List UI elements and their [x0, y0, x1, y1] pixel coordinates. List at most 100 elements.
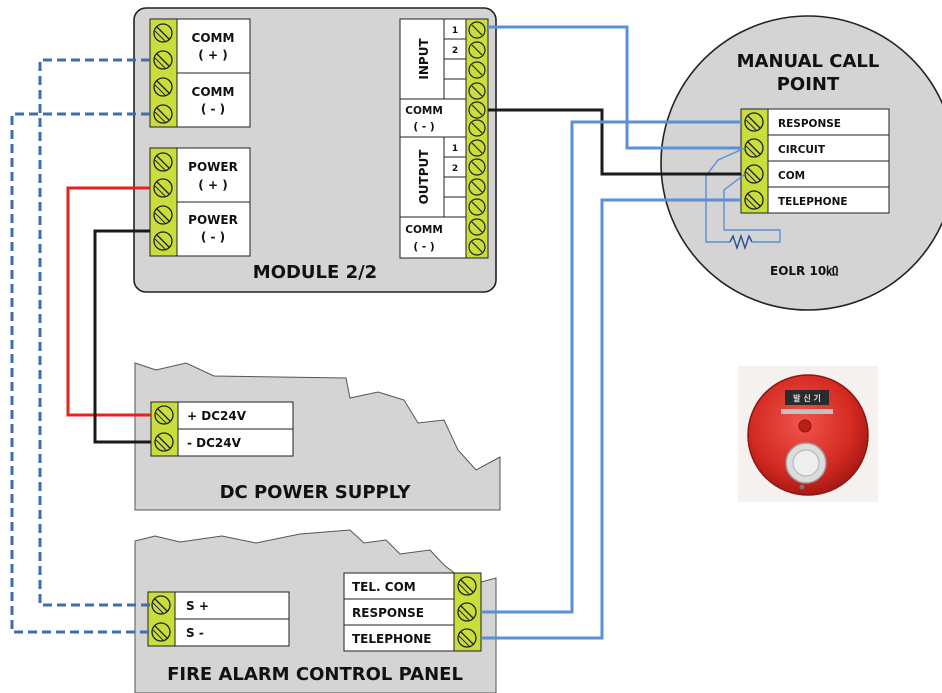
comm-minus-label-box — [176, 72, 251, 128]
signal-plus-wire — [38, 58, 150, 607]
panel-response-label: RESPONSE — [352, 606, 424, 620]
call-point-telephone-label: TELEPHONE — [778, 196, 848, 208]
comm-plus-sign: ( + ) — [198, 48, 227, 62]
comm-right-1-sign: ( - ) — [413, 121, 434, 133]
call-point-circuit-label: CIRCUIT — [778, 144, 826, 156]
terminal-screw-icon — [153, 205, 173, 225]
comm-right-2-box — [399, 216, 467, 259]
output-pin-1: 1 — [452, 144, 458, 154]
call-point-com-box — [767, 160, 890, 188]
terminal-screw-icon — [153, 23, 173, 43]
power-plus-label-box — [176, 147, 251, 203]
control-panel-box — [134, 529, 497, 693]
call-point-telephone-box — [767, 186, 890, 214]
comm-minus-label: COMM — [192, 85, 235, 99]
power-plus-wire — [66, 186, 151, 417]
output-pin-2: 2 — [452, 164, 458, 174]
power-plus-sign: ( + ) — [198, 178, 227, 192]
terminal-screw-icon — [468, 158, 486, 176]
terminal-screw-icon — [468, 238, 486, 256]
call-point-response-label: RESPONSE — [778, 118, 841, 130]
terminal-screw-icon — [151, 595, 171, 615]
comm-plus-label: COMM — [192, 31, 235, 45]
terminal-screw-icon — [153, 104, 173, 124]
comm-right-1-label: COMM — [405, 105, 443, 117]
terminal-screw-icon — [153, 152, 173, 172]
call-point-com-label: COM — [778, 170, 805, 182]
tel-com-label: TEL. COM — [352, 580, 416, 594]
terminal-screw-icon — [457, 576, 477, 596]
device-screw-icon — [799, 484, 805, 490]
terminal-screw-icon — [468, 198, 486, 216]
dc-minus-box — [177, 428, 294, 457]
comm-plus-label-box — [176, 18, 251, 74]
terminal-screw-icon — [744, 164, 764, 184]
eolr-wire — [705, 147, 746, 243]
terminal-screw-icon — [153, 231, 173, 251]
input-label-box — [399, 18, 445, 100]
power-minus-label-box — [176, 201, 251, 257]
s-plus-label: S + — [186, 599, 209, 613]
terminal-screw-icon — [468, 21, 486, 39]
input-label: INPUT — [417, 38, 431, 80]
device-rail — [781, 409, 833, 414]
dc-minus-label: - DC24V — [187, 436, 242, 450]
terminal-screw-icon — [744, 112, 764, 132]
comm-minus-sign: ( - ) — [201, 102, 225, 116]
module-title: MODULE 2/2 — [253, 262, 377, 283]
call-point-title-line2: POINT — [777, 74, 840, 95]
input-pin-box — [443, 58, 467, 80]
s-minus-label: S - — [186, 626, 204, 640]
call-point-circuit-box — [767, 134, 890, 162]
power-plus-label: POWER — [188, 160, 238, 174]
telephone-wire — [481, 198, 741, 640]
terminal-screw-icon — [468, 61, 486, 79]
output-label-box — [399, 136, 445, 218]
eolr-label: EOLR 10㏀ — [770, 264, 839, 278]
comm-right-1-box — [399, 98, 467, 138]
power-supply-box — [134, 362, 501, 511]
device-indicator-icon — [798, 419, 812, 433]
input-pin-box — [443, 78, 467, 100]
power-minus-label: POWER — [188, 213, 238, 227]
terminal-screw-icon — [744, 190, 764, 210]
terminal-screw-icon — [468, 119, 486, 137]
panel-response-box — [343, 598, 455, 626]
device-label-text: 발 신 기 — [793, 393, 821, 403]
device-label-plate — [785, 390, 829, 405]
dc-plus-label: + DC24V — [187, 409, 247, 423]
terminal-screw-icon — [151, 622, 171, 642]
terminal-screw-icon — [154, 405, 174, 425]
terminal-screw-icon — [153, 178, 173, 198]
terminal-screw-icon — [468, 139, 486, 157]
input-pin-2: 2 — [452, 46, 458, 56]
eolr-wire — [723, 173, 781, 243]
comm-right-2-label: COMM — [405, 224, 443, 236]
terminal-screw-icon — [154, 432, 174, 452]
tel-com-box — [343, 572, 455, 600]
comm-right-2-sign: ( - ) — [413, 241, 434, 253]
terminal-screw-icon — [468, 41, 486, 59]
power-supply-title: DC POWER SUPPLY — [220, 482, 412, 503]
resistor-icon — [729, 233, 753, 251]
terminal-screw-icon — [468, 101, 486, 119]
power-minus-wire — [93, 229, 151, 444]
panel-telephone-box — [343, 624, 455, 652]
terminal-screw-icon — [468, 82, 486, 100]
power-minus-sign: ( - ) — [201, 230, 225, 244]
call-point-device-icon — [747, 374, 869, 496]
response-wire — [481, 120, 741, 614]
input-to-circuit-wire — [488, 25, 741, 150]
comm-to-com-wire — [488, 108, 741, 176]
control-panel-title: FIRE ALARM CONTROL PANEL — [167, 664, 463, 685]
panel-telephone-label: TELEPHONE — [352, 632, 432, 646]
terminal-screw-icon — [457, 602, 477, 622]
terminal-screw-icon — [153, 77, 173, 97]
terminal-screw-icon — [468, 218, 486, 236]
input-pin-1: 1 — [452, 26, 458, 36]
signal-minus-wire — [10, 112, 150, 634]
output-pin-box — [443, 176, 467, 198]
terminal-screw-icon — [468, 178, 486, 196]
terminal-screw-icon — [153, 50, 173, 70]
